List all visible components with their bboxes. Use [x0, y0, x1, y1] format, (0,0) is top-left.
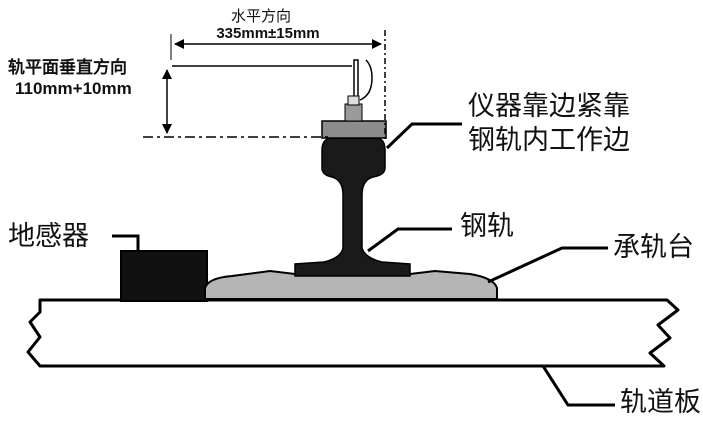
- rail-leader: [367, 227, 452, 253]
- instrument-leader: [385, 122, 462, 150]
- instrument-cable: [353, 59, 373, 101]
- horizontal-dimension-name: 水平方向: [230, 7, 291, 25]
- rail-seat-label: 承轨台: [613, 232, 694, 263]
- instrument-label-line2: 钢轨内工作边: [468, 125, 630, 156]
- horizontal-dimension-value: 335mm±15mm: [216, 25, 320, 42]
- ground-sensor-label: 地感器: [8, 221, 89, 252]
- track-slab-label: 轨道板: [620, 387, 701, 418]
- vertical-dimension-value: 110mm+10mm: [15, 79, 132, 98]
- instrument-probe-block: [344, 103, 363, 122]
- rail: [294, 137, 411, 277]
- instrument-base: [321, 120, 387, 139]
- track-slab: [26, 298, 680, 368]
- rail-label: 钢轨: [460, 211, 514, 242]
- track-slab-leader: [541, 365, 615, 407]
- sensor-leader: [112, 234, 140, 252]
- vertical-dimension-name: 轨平面垂直方向: [8, 58, 127, 78]
- ground-sensor-box: [120, 250, 208, 302]
- instrument-probe-head: [347, 95, 360, 106]
- rail-seat-leader: [487, 246, 608, 284]
- instrument-label-line1: 仪器靠边紧靠: [468, 91, 630, 122]
